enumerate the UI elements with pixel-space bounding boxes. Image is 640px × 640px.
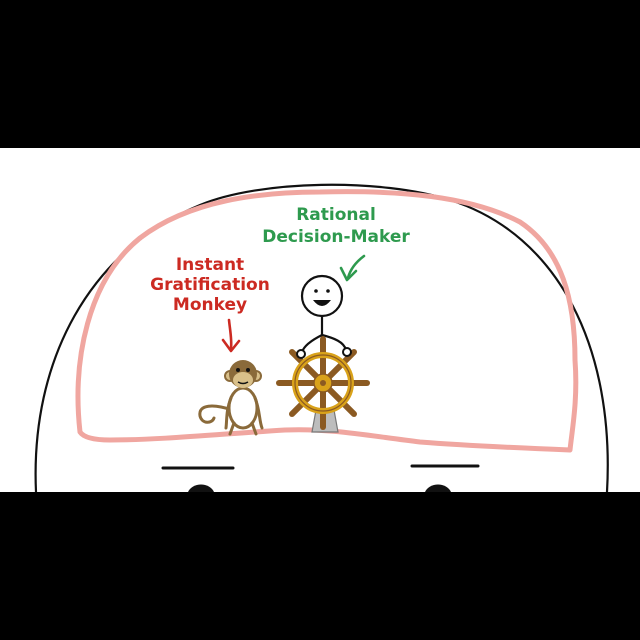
rational-label-line1: Rational <box>296 205 376 225</box>
right-eye <box>425 484 451 492</box>
left-eye <box>188 484 214 492</box>
left-hand <box>296 349 306 359</box>
monkey-icon <box>198 360 264 436</box>
monkey-label-line1: Instant <box>176 255 244 275</box>
ship-wheel-icon <box>276 336 370 430</box>
rational-label-line2: Decision-Maker <box>262 227 410 247</box>
red-arrow-icon <box>221 318 241 353</box>
white-panel <box>0 148 640 492</box>
head-outline <box>34 183 609 493</box>
brain-outline <box>75 189 579 453</box>
monkey-label-line3: Monkey <box>173 295 247 315</box>
green-arrow-icon <box>339 254 366 282</box>
right-hand <box>342 347 352 357</box>
monkey-label-line2: Gratification <box>150 275 270 295</box>
